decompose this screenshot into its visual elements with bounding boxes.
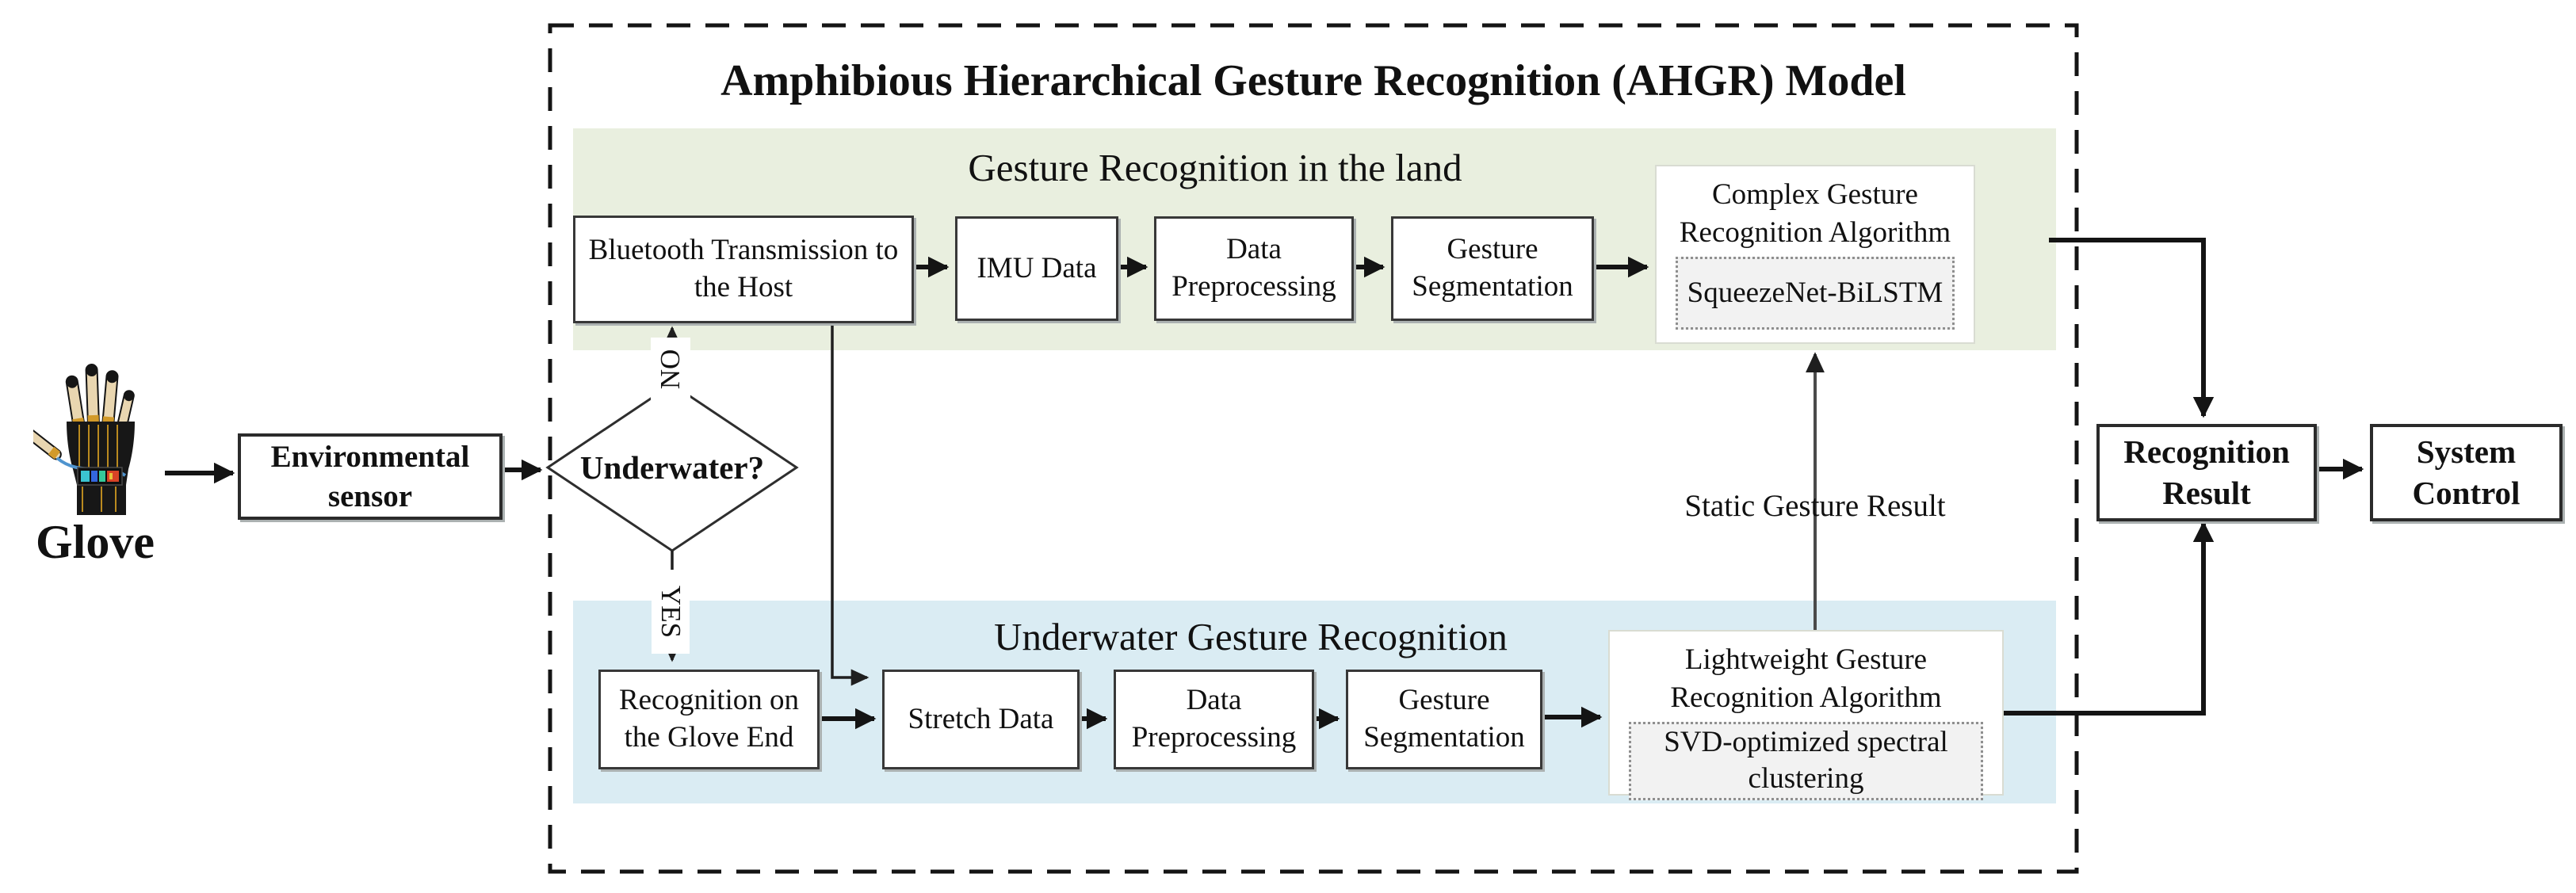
decision-label: Underwater? xyxy=(579,449,765,486)
step-gesture-segmentation-uw: Gesture Segmentation xyxy=(1346,670,1542,769)
step-gesture-segmentation-land: Gesture Segmentation xyxy=(1391,216,1594,321)
step-imu-data: IMU Data xyxy=(955,216,1118,321)
static-gesture-result-label: Static Gesture Result xyxy=(1684,489,1946,523)
arrow-complex-to-result xyxy=(2049,238,2215,418)
lightweight-algorithm-title: Lightweight Gesture Recognition Algorith… xyxy=(1670,643,1942,715)
glove-label: Glove xyxy=(36,516,155,568)
glove-middle-finger xyxy=(85,364,100,428)
land-branch-header: Gesture Recognition in the land xyxy=(968,146,1462,189)
glove-sensor-traces xyxy=(78,425,118,512)
glove-ring-finger xyxy=(101,370,119,429)
step-recognition-glove-end: Recognition on the Glove End xyxy=(598,670,820,769)
step-data-preprocessing-uw: Data Preprocessing xyxy=(1114,670,1314,769)
arrow-bluetooth-to-stretch xyxy=(831,319,869,686)
recognition-result-box: Recognition Result xyxy=(2096,424,2317,521)
complex-algorithm-method: SqueezeNet-BiLSTM xyxy=(1676,257,1955,330)
ahgr-dashed-frame xyxy=(548,23,2079,874)
glove-thumb xyxy=(33,423,62,460)
step-data-preprocessing-land: Data Preprocessing xyxy=(1154,216,1354,321)
arrow-lightweight-to-result xyxy=(2001,521,2215,716)
lightweight-algorithm-method: SVD-optimized spectral clustering xyxy=(1629,722,1983,800)
system-control-box: System Control xyxy=(2370,424,2563,521)
decision-yes-label: YES xyxy=(652,570,690,654)
underwater-branch-header: Underwater Gesture Recognition xyxy=(994,615,1508,658)
step-stretch-data: Stretch Data xyxy=(882,670,1080,769)
environmental-sensor-box: Environmental sensor xyxy=(238,433,503,520)
glove-illustration xyxy=(33,364,135,515)
diagram-title: Amphibious Hierarchical Gesture Recognit… xyxy=(720,56,1906,105)
complex-algorithm-title: Complex Gesture Recognition Algorithm xyxy=(1679,178,1951,250)
glove-wrist-module xyxy=(77,467,123,486)
step-bluetooth-transmission: Bluetooth Transmission to the Host xyxy=(573,216,914,323)
decision-no-label: NO xyxy=(651,338,690,401)
complex-algorithm-box: Complex Gesture Recognition Algorithm Sq… xyxy=(1655,165,1975,344)
lightweight-algorithm-box: Lightweight Gesture Recognition Algorith… xyxy=(1608,630,2004,800)
